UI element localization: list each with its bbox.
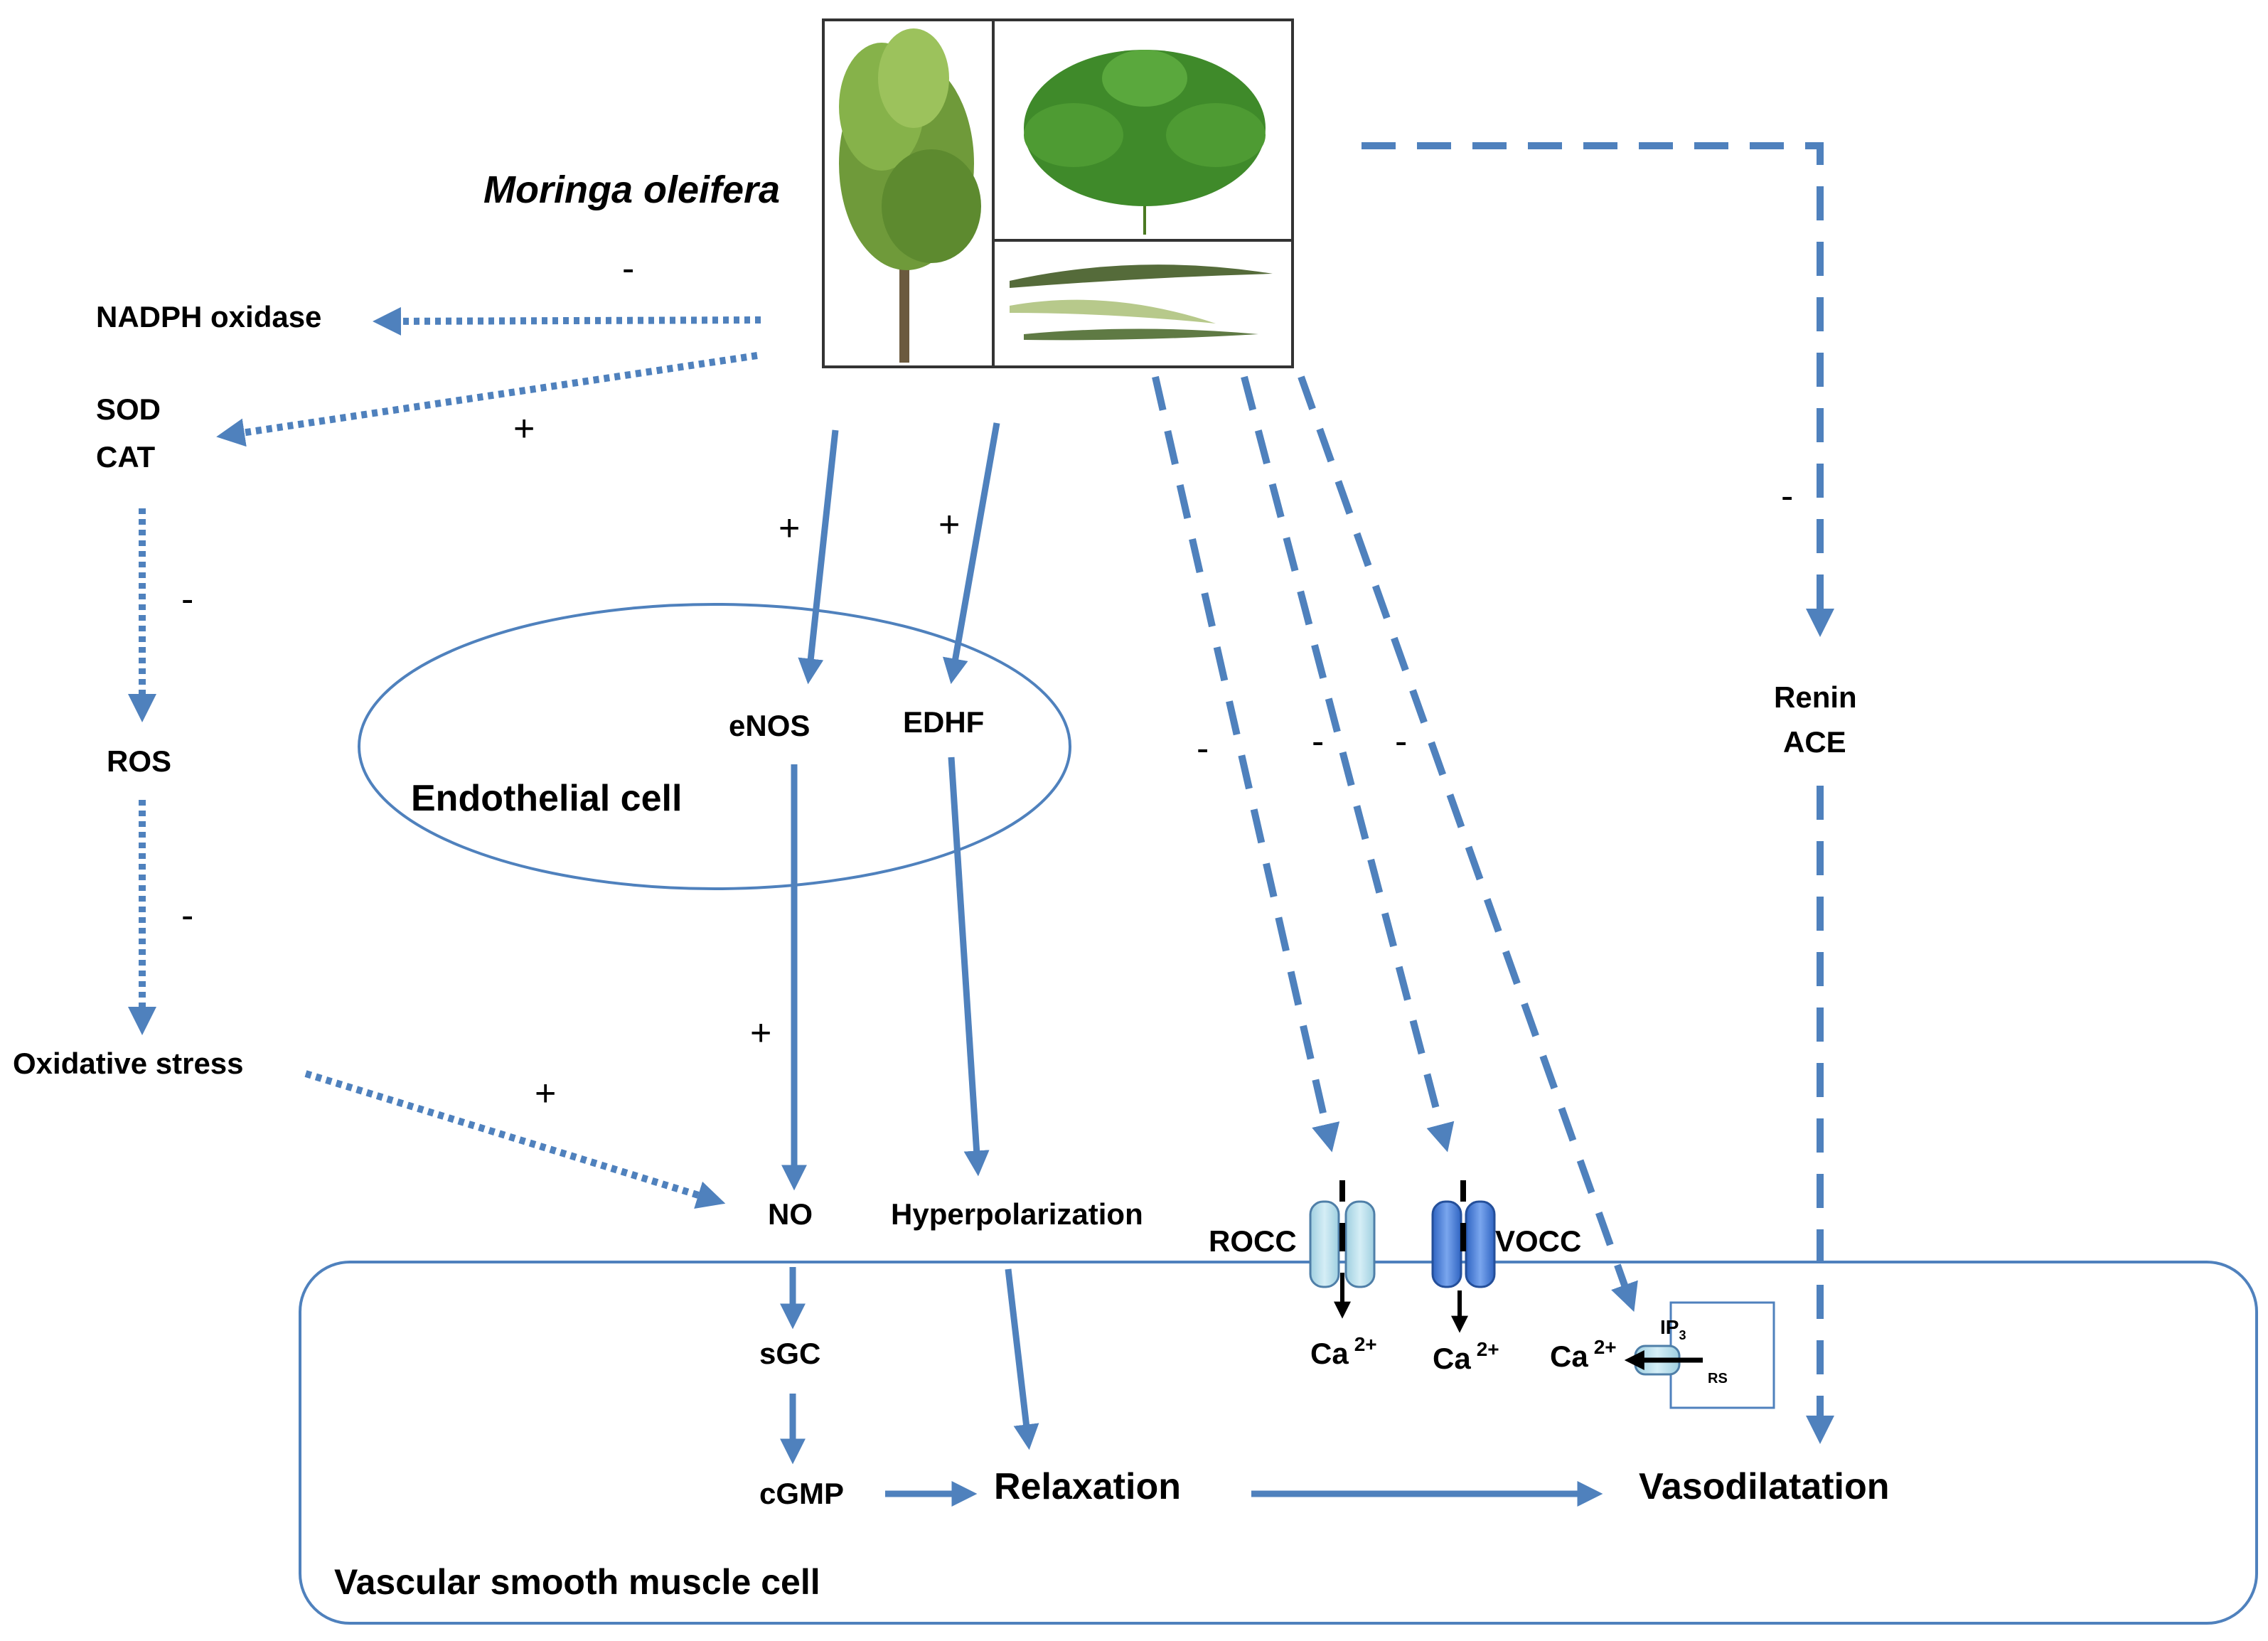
sign-enos: + [779,508,800,549]
sign-oxstress-no: + [535,1073,556,1114]
no-label: NO [768,1197,813,1231]
vocc-channel [1431,1180,1496,1333]
rocc-label: ROCC [1209,1224,1297,1258]
ip3-label: IP3 [1660,1316,1686,1342]
cat-label: CAT [96,440,156,474]
ros-label: ROS [107,744,171,778]
moringa-image-panel [822,18,1294,368]
arrow-hyperpol-to-relaxation [1005,1268,1039,1450]
endothelial-cell-label: Endothelial cell [411,778,682,819]
ca-vocc-base: Ca [1433,1342,1471,1375]
ca-ip3-charge: 2+ [1594,1336,1617,1358]
hyperpolarization-label: Hyperpolarization [891,1197,1143,1231]
endothelial-cell [358,603,1071,890]
rocc-channel [1309,1180,1376,1319]
moringa-pods-image [1010,264,1273,341]
ca-rocc-charge: 2+ [1354,1333,1377,1355]
sign-rocc: - [1197,728,1209,769]
vasodilatation-label: Vasodilatation [1639,1466,1890,1507]
arrow-to-vocc [1241,375,1455,1153]
ca-vocc-label: Ca 2+ [1433,1338,1499,1375]
arrow-oxstress-to-no [304,1070,726,1209]
cgmp-label: cGMP [759,1477,844,1510]
rs-label: RS [1708,1371,1728,1386]
smooth-muscle-cell [299,1261,2258,1625]
arrow-to-ip3 [1298,375,1638,1313]
sign-nadph: - [622,248,634,289]
plant-name: Moringa oleifera [483,169,780,211]
vocc-label: VOCC [1495,1224,1581,1258]
sgc-label: sGC [759,1337,820,1370]
sign-no: + [750,1012,771,1054]
sign-ros: - [181,579,193,620]
ca-ip3-label: Ca 2+ [1550,1336,1617,1373]
sign-ip3: - [1395,721,1407,762]
ca-rocc-base: Ca [1310,1337,1349,1370]
sign-sod: + [513,408,535,449]
sign-edhf: + [938,504,960,545]
arrow-to-edhf [943,422,1000,685]
ca-ip3-base: Ca [1550,1340,1588,1373]
edhf-label: EDHF [903,705,984,739]
ip3-base: IP [1660,1316,1679,1338]
ca-vocc-charge: 2+ [1477,1338,1499,1360]
arrow-to-enos [798,429,839,685]
ip3-receptor [1624,1301,1775,1409]
sign-oxstress: - [181,895,193,936]
arrow-to-renin [1362,142,1834,637]
arrow-to-nadph [373,306,761,336]
enos-label: eNOS [729,709,810,742]
sign-renin: - [1781,476,1793,517]
arrow-to-rocc [1152,375,1340,1153]
arrow-to-sod [216,352,758,447]
ace-label: ACE [1783,725,1846,759]
oxidative-stress-label: Oxidative stress [13,1047,244,1080]
relaxation-label: Relaxation [994,1466,1181,1507]
ip3-sub: 3 [1679,1328,1686,1342]
nadph-oxidase-label: NADPH oxidase [96,300,321,333]
moringa-tree-image [839,28,981,363]
arrow-edhf-to-hyperpol [948,757,990,1177]
sign-vocc: - [1312,721,1324,762]
sod-label: SOD [96,392,161,426]
renin-label: Renin [1774,680,1857,714]
moringa-leaf-image [1024,50,1266,235]
smooth-muscle-cell-label: Vascular smooth muscle cell [334,1562,820,1602]
